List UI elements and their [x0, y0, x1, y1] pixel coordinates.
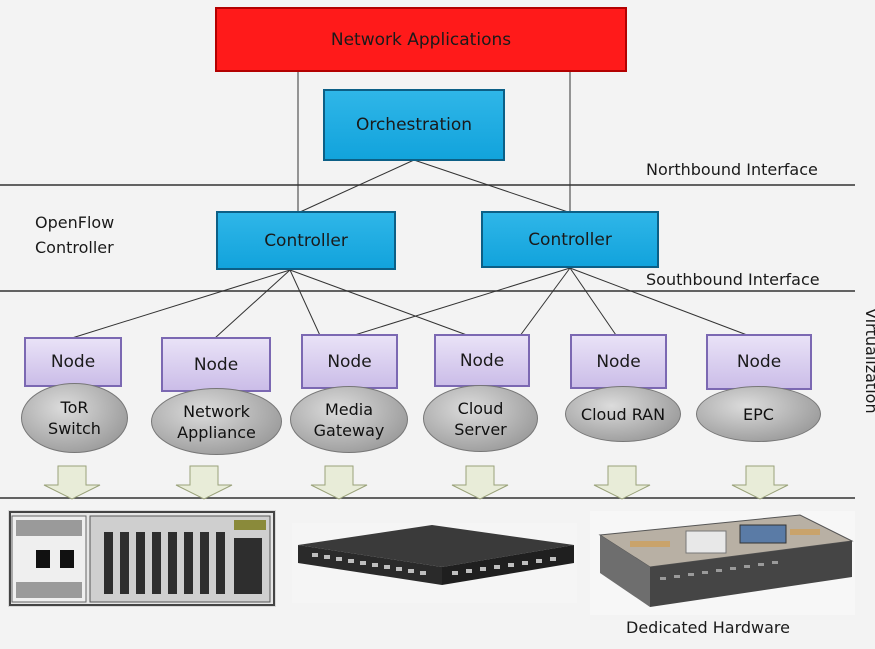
- orchestration-to-controller-1-link: [299, 159, 415, 213]
- function-oval-media-gateway: Media Gateway: [290, 386, 408, 453]
- arrow-icon: [43, 465, 789, 500]
- function-oval-epc: EPC: [696, 386, 821, 442]
- network-applications-box: Network Applications: [215, 7, 627, 72]
- node-box-6: Node: [706, 334, 812, 390]
- network-function-virtualization-label: Network Function Virtualization: [862, 308, 875, 414]
- orchestration-box: Orchestration: [323, 89, 505, 161]
- node-box-3: Node: [301, 334, 398, 389]
- controller-box-1: Controller: [216, 211, 396, 270]
- node-box-1: Node: [24, 337, 122, 387]
- node-box-2: Node: [161, 337, 271, 392]
- dedicated-hardware-label: Dedicated Hardware: [626, 618, 790, 637]
- openflow-controller-label: OpenFlow Controller: [35, 213, 115, 257]
- controller-box-2: Controller: [481, 211, 659, 268]
- node-box-5: Node: [570, 334, 667, 389]
- chassis-server-image: [8, 510, 276, 607]
- function-oval-cloud-ran: Cloud RAN: [565, 386, 681, 442]
- function-oval-cloud-server: Cloud Server: [423, 385, 538, 452]
- network-switch-image: [292, 523, 577, 603]
- function-oval-tor-switch: ToR Switch: [21, 383, 128, 453]
- northbound-interface-label: Northbound Interface: [646, 160, 818, 179]
- orchestration-to-controller-2-link: [413, 159, 569, 213]
- southbound-interface-label: Southbound Interface: [646, 270, 820, 289]
- node-box-4: Node: [434, 334, 530, 387]
- open-server-board-image: [590, 511, 855, 615]
- controller-1-node-links: [71, 269, 476, 391]
- function-oval-network-appliance: Network Appliance: [151, 388, 282, 455]
